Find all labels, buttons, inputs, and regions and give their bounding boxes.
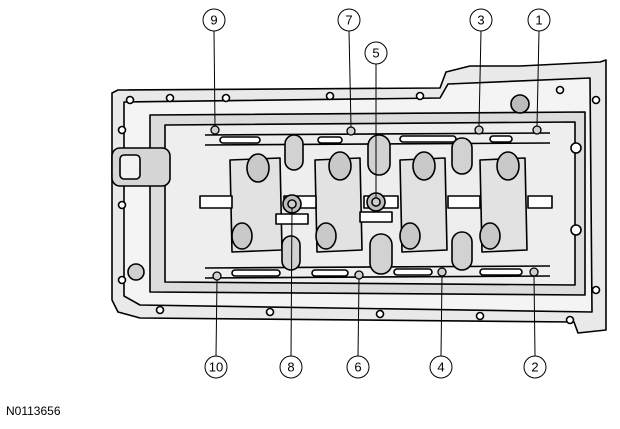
- svg-text:2: 2: [531, 360, 538, 375]
- callout-3: 3: [469, 8, 493, 32]
- callout-10: 10: [204, 355, 228, 379]
- bolt-8: [287, 199, 297, 209]
- callout-6: 6: [346, 355, 370, 379]
- bolt-1: [532, 125, 542, 135]
- svg-text:7: 7: [345, 13, 352, 28]
- bolt-5: [371, 197, 381, 207]
- bolt-6: [354, 270, 364, 280]
- svg-text:3: 3: [477, 13, 484, 28]
- svg-text:5: 5: [372, 46, 379, 61]
- callout-2: 2: [523, 355, 547, 379]
- bolt-2: [529, 267, 539, 277]
- svg-text:8: 8: [287, 360, 294, 375]
- bolt-9: [210, 125, 220, 135]
- callout-9: 9: [202, 8, 226, 32]
- bolt-4: [437, 267, 447, 277]
- callout-4: 4: [429, 355, 453, 379]
- svg-text:10: 10: [209, 360, 223, 375]
- bolt-3: [474, 125, 484, 135]
- svg-text:6: 6: [354, 360, 361, 375]
- svg-text:4: 4: [437, 360, 444, 375]
- callout-5: 5: [364, 41, 388, 65]
- leader-lines: [213, 30, 540, 357]
- callout-8: 8: [279, 355, 303, 379]
- bolt-markers: [210, 125, 542, 281]
- svg-text:1: 1: [535, 13, 542, 28]
- bolt-7: [346, 126, 356, 136]
- bolt-10: [212, 271, 222, 281]
- callout-7: 7: [337, 8, 361, 32]
- callout-1: 1: [527, 8, 551, 32]
- figure-reference-id: N0113656: [6, 404, 61, 418]
- callouts: 1 2 3 4 5 6 7 8: [202, 8, 551, 379]
- svg-text:9: 9: [210, 13, 217, 28]
